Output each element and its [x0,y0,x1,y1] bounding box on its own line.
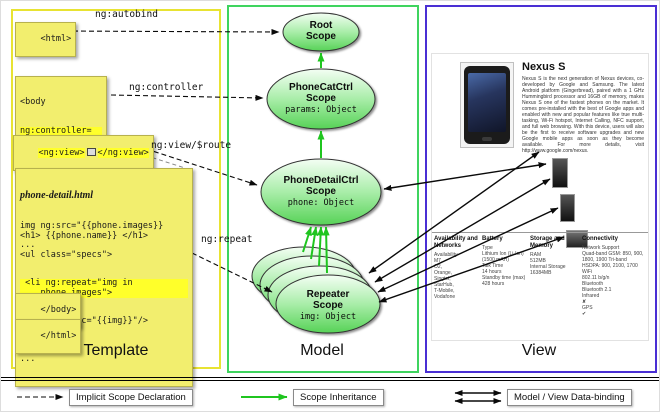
inherit-arrows-repeater-to-detail [302,226,330,274]
code-ng-view: <ng:view></ng:view> [13,135,154,171]
repeater-scope-label: Repeater Scope img: Object [299,289,357,322]
dashed-arrow-controller [110,94,264,101]
phonecatctrl-scope-label: PhoneCatCtrl Scope params: Object [285,82,357,115]
root-scope-ellipse [282,12,360,52]
repeater-scope-stack [251,246,381,334]
view-placeholder-icon [86,147,96,156]
legend-scope-inheritance: Scope Inheritance [293,389,384,406]
legend-model-view-databinding: Model / View Data-binding [507,389,632,406]
phone-main-image [460,62,514,148]
phonedetailctrl-scope-label: PhoneDetailCtrl Scope phone: Object [283,175,359,208]
template-file-name: phone-detail.html [20,190,94,201]
label-ng-view-route: ng:view/$route [151,140,232,151]
expand-guide-right [118,146,186,169]
model-column-label: Model [300,342,344,359]
phone-screen [468,73,506,132]
phone-thumbnail-2 [560,194,575,222]
dashed-arrow-autobind [56,28,280,35]
phone-button [482,137,492,141]
phone-thumbnail-1 [552,158,568,188]
page-description: Nexus S is the next generation of Nexus … [522,76,644,154]
dashed-arrow-view-route [130,143,258,186]
repeater-scope-ellipse [275,274,381,334]
template-column-label: Template [83,342,149,359]
code-html-open: <html> [15,22,77,57]
phone-thumbnail-3 [566,230,588,248]
phonecatctrl-scope-ellipse [266,68,376,130]
legend-implicit-scope-declaration: Implicit Scope Declaration [69,389,193,406]
ng-controller-token: ng:controller= [20,126,102,136]
phone-body [464,66,510,144]
spec-column-connectivity: Connectivity Network Support Quad-band G… [582,236,644,317]
code-html-close: </html> [15,319,82,354]
legend-databinding-arrows-icon [454,390,502,404]
label-ng-autobind: ng:autobind [95,9,158,20]
root-scope-label: Root Scope [305,20,336,42]
view-column-label: View [521,342,557,359]
label-ng-controller: ng:controller [129,82,204,93]
page-title: Nexus S [522,61,566,73]
legend-separator [1,377,659,381]
dashed-arrow-repeat [191,252,273,293]
databinding-arrows [368,151,565,303]
label-ng-repeat: ng:repeat [201,234,253,245]
